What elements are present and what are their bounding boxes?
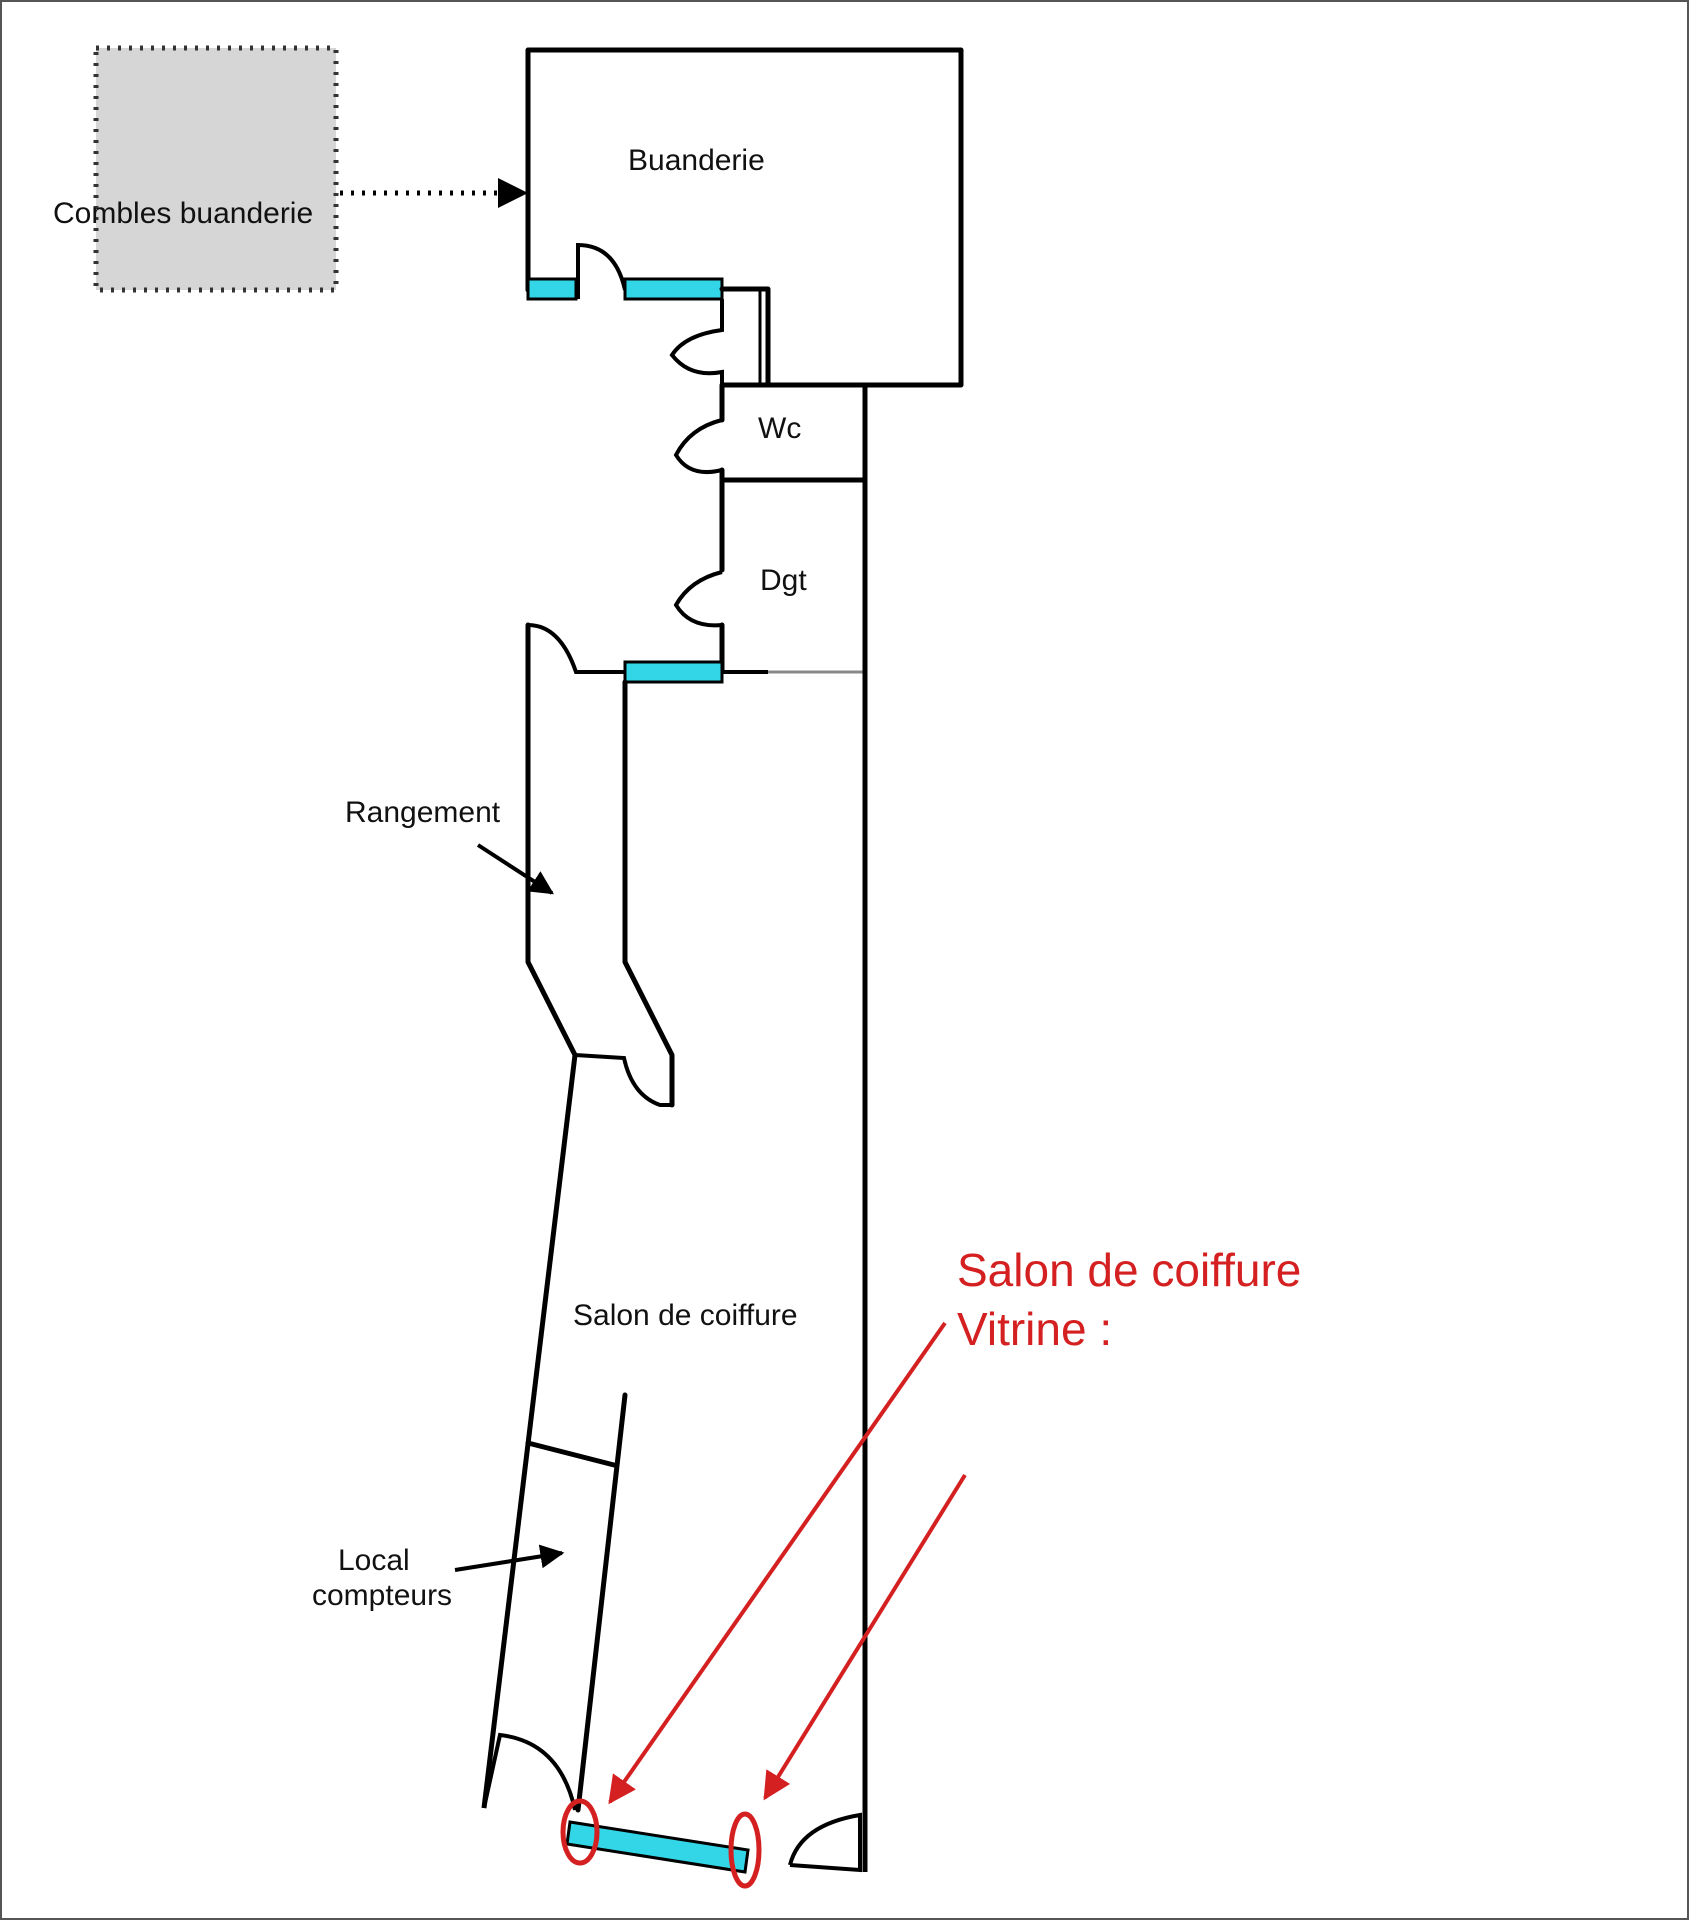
rangement-lower-door	[574, 1053, 672, 1107]
entry-door-right	[788, 1812, 862, 1873]
dgt-door	[673, 570, 723, 628]
rangement-window	[623, 660, 724, 684]
entry-door-left	[482, 1732, 577, 1811]
vitrine-highlight-right	[728, 1811, 762, 1889]
buanderie-door-arc	[576, 242, 627, 299]
vitrine-highlight-left	[560, 1798, 600, 1866]
wc-label: Wc	[758, 412, 801, 445]
buanderie-window-right	[623, 277, 724, 301]
buanderie-window-left	[526, 277, 578, 301]
attic-box	[93, 45, 339, 293]
local-walls	[525, 1392, 628, 1813]
rangement-walls	[525, 622, 675, 1108]
local-label-1: Local	[338, 1544, 410, 1577]
buanderie-walls	[525, 47, 964, 388]
rangement-label: Rangement	[345, 796, 501, 829]
red-arrow-right	[763, 1473, 967, 1801]
buanderie-partition	[719, 286, 771, 388]
vitrine-window	[565, 1820, 750, 1874]
red-arrow-left	[608, 1321, 947, 1805]
local-arrow	[454, 1544, 565, 1572]
rangement-arrow	[476, 843, 555, 895]
corridor-door-1	[669, 299, 724, 385]
buanderie-label: Buanderie	[628, 144, 765, 177]
dgt-label: Dgt	[760, 564, 807, 597]
rangement-door	[527, 623, 625, 674]
attic-label: Combles buanderie	[53, 197, 313, 230]
salon-label: Salon de coiffure	[573, 1299, 798, 1332]
salon-left-wall	[481, 1054, 578, 1809]
annotation-line-2: Vitrine :	[957, 1303, 1112, 1355]
annotation-line-1: Salon de coiffure	[957, 1244, 1301, 1296]
wc-door	[673, 418, 723, 475]
local-label-2: compteurs	[312, 1579, 452, 1612]
